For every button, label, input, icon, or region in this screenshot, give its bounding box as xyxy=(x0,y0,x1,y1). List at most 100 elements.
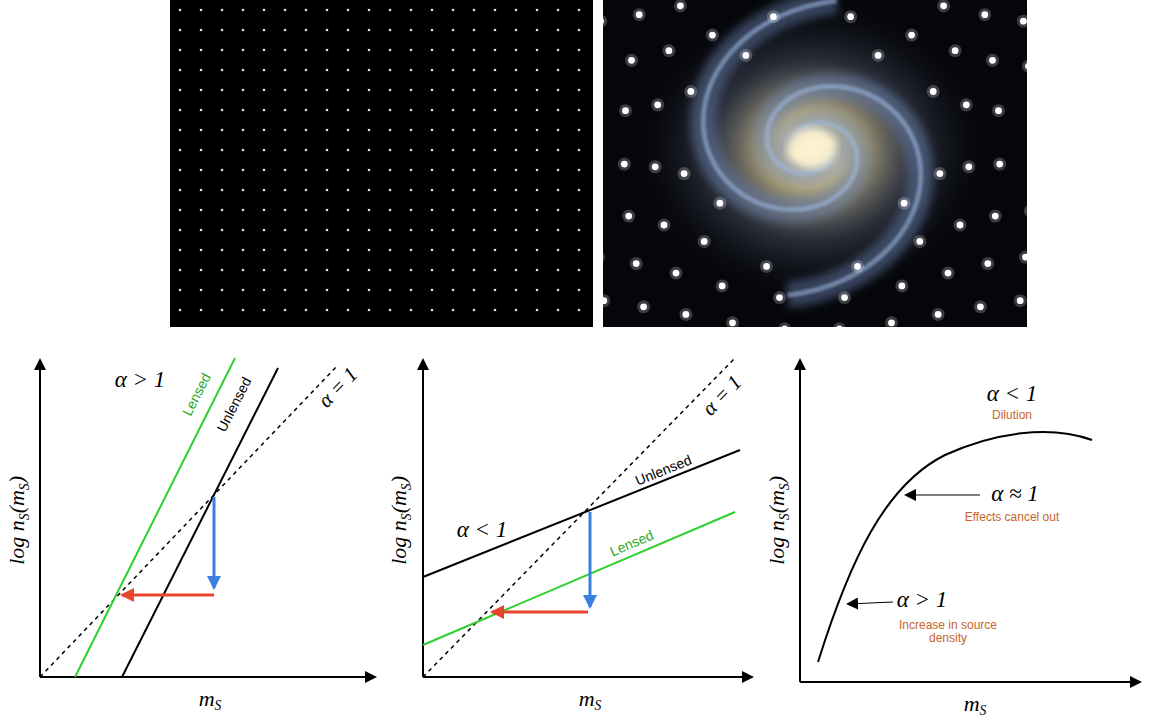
lensed-dot-halo xyxy=(905,29,918,42)
lensed-dot-halo xyxy=(603,251,605,264)
label-text: α ≈ 1 xyxy=(991,481,1039,506)
unlensed-grid xyxy=(170,0,593,327)
label-text: α = 1 xyxy=(313,363,362,413)
line-label: α = 1 xyxy=(698,371,747,420)
lensed-dot-halo xyxy=(851,260,864,273)
lensed-dot xyxy=(1017,297,1024,304)
line-label: Lensed xyxy=(180,371,215,419)
axis-label: mS xyxy=(199,687,222,714)
lensed-dot-halo xyxy=(937,0,950,12)
lensed-dot xyxy=(957,222,964,229)
lensed-dot xyxy=(984,260,991,267)
lensed-dot xyxy=(633,260,640,267)
lensed-dot xyxy=(603,18,604,25)
lensed-dot-halo xyxy=(674,0,687,12)
lensed-dot-halo xyxy=(974,300,987,313)
label-text: α < 1 xyxy=(987,381,1038,406)
plot-number-counts xyxy=(800,360,1140,682)
lensed-dot xyxy=(622,107,629,114)
lensed-dot-halo xyxy=(981,257,994,270)
plot-alpha-greater xyxy=(40,358,375,677)
lensed-dot-halo xyxy=(622,210,635,223)
label-text: α > 1 xyxy=(115,367,166,392)
lensed-dot-halo xyxy=(684,85,697,98)
subscript: S xyxy=(980,703,987,718)
lensed-dot xyxy=(963,101,970,108)
lensed-dot-halo xyxy=(716,279,729,292)
lensed-dot xyxy=(836,325,843,327)
label-text: log n xyxy=(764,520,789,565)
lensed-dot xyxy=(625,213,632,220)
lensed-dot xyxy=(945,270,952,277)
lensed-dot-halo xyxy=(993,158,1006,171)
axis-label: log nS(mS) xyxy=(387,476,414,565)
lensed-dot-halo xyxy=(698,235,711,248)
lensed-dot-halo xyxy=(872,49,885,62)
lensed-dot xyxy=(683,311,690,318)
lensed-dot xyxy=(640,303,647,310)
lensed-dot-halo xyxy=(927,85,940,98)
lensed-dot-halo xyxy=(603,294,610,307)
label-text: Lensed xyxy=(607,527,656,560)
label-text: m xyxy=(199,686,215,711)
lensed-dot xyxy=(673,270,680,277)
lensed-dot-halo xyxy=(713,197,726,210)
spiral-arm xyxy=(703,1,857,210)
lensed-dot xyxy=(681,170,688,177)
label-text: Effects cancel out xyxy=(965,510,1060,524)
subscript: S xyxy=(398,483,413,490)
axis-label: mS xyxy=(579,687,602,714)
subscript: S xyxy=(215,698,222,713)
lensed-dot xyxy=(989,57,996,64)
lensed-dot xyxy=(1022,254,1027,261)
label-text: (m xyxy=(764,490,789,513)
lensed-dot-halo xyxy=(662,44,675,57)
lensed-dot-halo xyxy=(949,44,962,57)
lensed-dot-halo xyxy=(844,10,857,23)
lensed-dot-halo xyxy=(637,300,650,313)
lensed-dot xyxy=(977,303,984,310)
lensed-dot xyxy=(981,11,988,18)
lensed-dot xyxy=(901,200,908,207)
label-text: ) xyxy=(4,476,29,483)
lensed-dot xyxy=(652,163,659,170)
lensed-dot xyxy=(937,170,944,177)
lensed-dot xyxy=(719,283,726,290)
lensed-dot xyxy=(992,213,999,220)
label-text: m xyxy=(964,691,980,716)
grid-dots xyxy=(170,0,593,327)
lensed-dot-halo xyxy=(833,322,846,327)
lensed-dot-halo xyxy=(778,322,791,327)
lensed-dot xyxy=(1027,208,1028,215)
alpha-label: α < 1 xyxy=(987,381,1038,406)
lensed-dot xyxy=(965,163,972,170)
lensed-dot xyxy=(781,325,788,327)
lensed-dot xyxy=(1020,18,1027,25)
line-label: α = 1 xyxy=(314,363,363,412)
lensed-dot-halo xyxy=(1024,205,1027,218)
label-text: Unlensed xyxy=(633,452,694,489)
lensed-dot xyxy=(935,311,942,318)
alpha-label: α < 1 xyxy=(457,517,508,542)
lensed-dot-halo xyxy=(658,219,671,232)
lensed-dot-halo xyxy=(962,160,975,173)
line-label: Lensed xyxy=(608,528,656,560)
label-text: ) xyxy=(386,476,411,483)
subscript: S xyxy=(776,513,791,520)
lensed-dot-halo xyxy=(933,167,946,180)
lensed-dot-halo xyxy=(989,210,1002,223)
lensed-dot xyxy=(709,32,716,39)
lensed-dot xyxy=(930,88,937,95)
lensed-dot-halo xyxy=(651,98,664,111)
lensed-dot-halo xyxy=(679,308,692,321)
label-text: Increase in source density xyxy=(899,618,997,645)
axis-label: log nS(mS) xyxy=(5,476,32,565)
axis-label: mS xyxy=(964,692,987,718)
alpha-label: α > 1 xyxy=(897,587,948,612)
plot-alpha-less xyxy=(423,358,752,677)
lensed-dot xyxy=(770,13,777,20)
lensed-dot-halo xyxy=(932,308,945,321)
lensed-dot-halo xyxy=(885,316,898,327)
lensed-dot-halo xyxy=(942,267,955,280)
